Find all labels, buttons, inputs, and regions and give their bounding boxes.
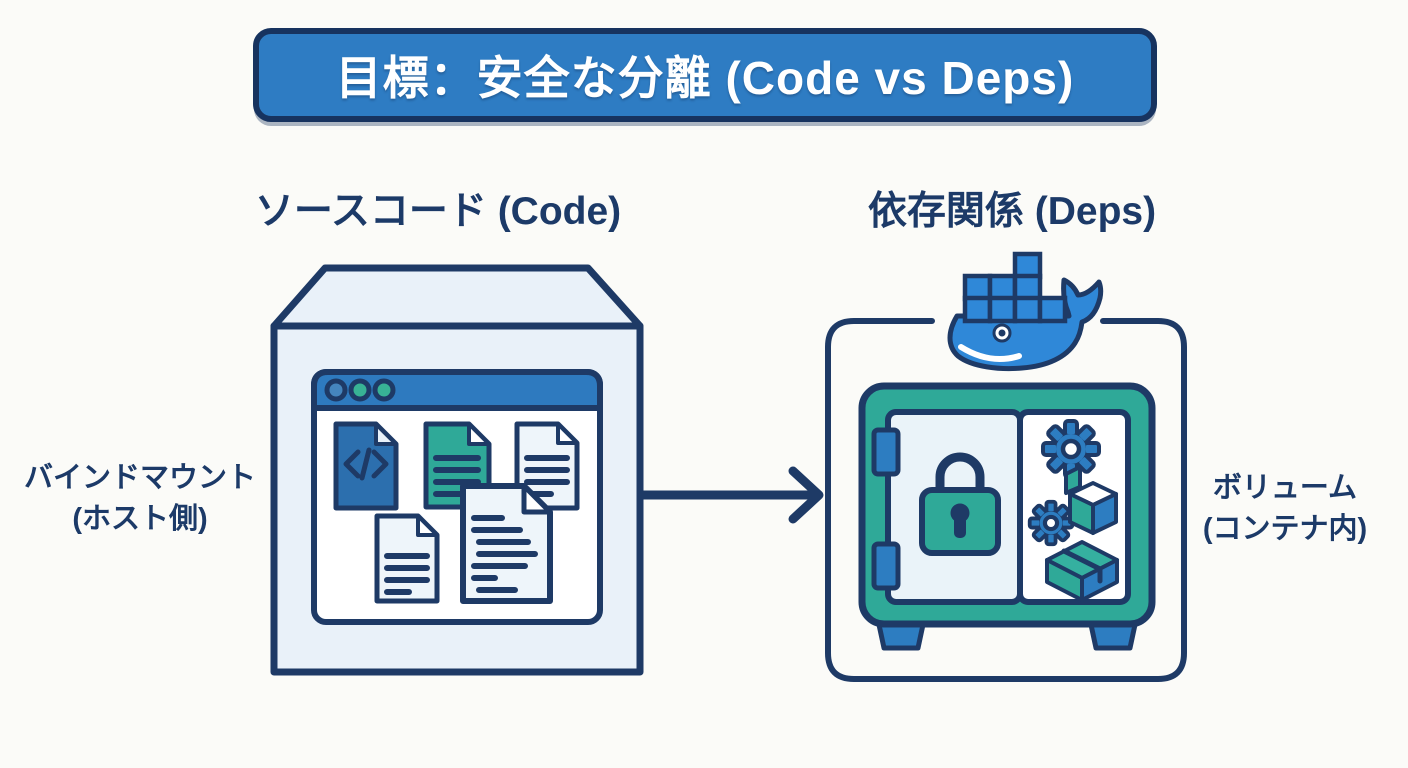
volume-label-line1: ボリューム [1212, 472, 1358, 504]
window-dot-icon [324, 378, 348, 402]
document-file-icon [374, 513, 440, 604]
arrow-right-icon [638, 466, 824, 524]
deps-section-heading: 依存関係 (Deps) [867, 190, 1157, 233]
safe-icon [858, 382, 1156, 651]
open-package-icon [1064, 465, 1118, 535]
title-banner: 目標：安全な分離 (Code vs Deps) [253, 28, 1157, 122]
window-dot-icon [372, 378, 396, 402]
bind-mount-label-line1: バインドマウント [23, 462, 256, 494]
document-file-icon [514, 421, 580, 511]
title-text: 目標：安全な分離 (Code vs Deps) [335, 52, 1075, 104]
docker-whale-icon [947, 251, 1104, 372]
window-dot-icon [348, 378, 372, 402]
code-section-heading: ソースコード (Code) [254, 190, 622, 233]
whale-smile [958, 344, 1022, 362]
bind-mount-label-line2: (ホスト側) [72, 503, 208, 535]
volume-label: ボリューム (コンテナ内) [1155, 468, 1408, 550]
safe-hinge [871, 541, 901, 591]
code-glyph [343, 447, 389, 481]
code-file-icon [333, 421, 399, 511]
padlock-icon [919, 452, 1001, 556]
safe-hinge [871, 427, 901, 477]
container-boundary [825, 318, 1187, 682]
gear-icon [1041, 419, 1101, 479]
volume-label-line2: (コンテナ内) [1202, 513, 1368, 545]
closed-package-icon [1045, 540, 1119, 602]
bind-mount-label: バインドマウント (ホスト側) [10, 458, 270, 540]
gear-icon [1027, 499, 1075, 547]
large-document-file-icon [460, 483, 553, 604]
